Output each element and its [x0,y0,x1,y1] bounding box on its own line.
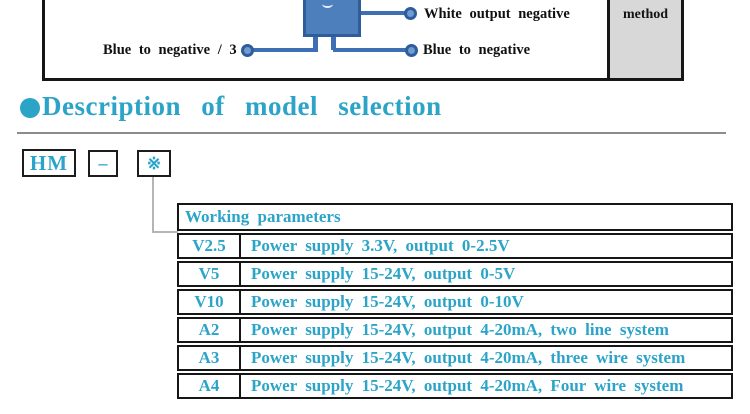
param-desc: Power supply 3.3V, output 0-2.5V [251,236,510,255]
param-row: V2.5 Power supply 3.3V, output 0-2.5V [177,233,733,259]
terminal-dot-right-bottom [405,44,418,57]
model-prefix-label: HM [29,150,69,175]
sensor-box [303,0,361,37]
connection-method-label: method [622,7,669,22]
wildcard-connector-vertical [152,177,154,233]
bullet-icon [20,98,40,118]
wire-label-blue-to-negative: Blue to negative [423,42,531,58]
model-prefix-box: HM [22,149,76,177]
param-code: V2.5 [179,235,241,257]
model-separator-label: – [98,153,108,173]
param-row: V10 Power supply 15-24V, output 0-10V [177,289,733,315]
param-desc: Power supply 15-24V, output 4-20mA, two … [251,320,669,339]
section-title: Description of model selection [42,91,442,121]
working-parameters-table: Working parameters V2.5 Power supply 3.3V… [177,203,733,399]
terminal-dot-left [241,44,254,57]
param-desc: Power supply 15-24V, output 4-20mA, Four… [251,376,684,395]
wire-right-top [359,11,409,15]
heading-divider [17,132,726,134]
param-code: A4 [179,375,241,397]
param-code: V5 [179,263,241,285]
param-row: A2 Power supply 15-24V, output 4-20mA, tw… [177,317,733,343]
model-wildcard-box: ※ [137,150,171,177]
param-row: A4 Power supply 15-24V, output 4-20mA, Fo… [177,373,733,399]
wire-left [249,48,318,52]
working-parameters-header: Working parameters [177,203,733,231]
wire-label-white-output-negative: White output negative [424,6,570,22]
model-wildcard-label: ※ [146,153,162,173]
wire-right-leg [331,37,336,50]
param-row: A3 Power supply 15-24V, output 4-20mA, th… [177,345,733,371]
param-code: A2 [179,319,241,341]
param-code: V10 [179,291,241,313]
wire-label-blue-negative-3: Blue to negative / 3 [103,42,237,58]
param-desc: Power supply 15-24V, output 0-10V [251,292,524,311]
wildcard-connector-horizontal [152,231,178,233]
param-code: A3 [179,347,241,369]
terminal-dot-right-top [404,7,417,20]
model-separator-box: – [88,150,118,177]
param-row: V5 Power supply 15-24V, output 0-5V [177,261,733,287]
connection-method-box: method [607,0,684,81]
wire-left-leg [313,37,318,51]
param-desc: Power supply 15-24V, output 4-20mA, thre… [251,348,686,367]
wire-right-bottom [333,48,410,52]
param-desc: Power supply 15-24V, output 0-5V [251,264,516,283]
